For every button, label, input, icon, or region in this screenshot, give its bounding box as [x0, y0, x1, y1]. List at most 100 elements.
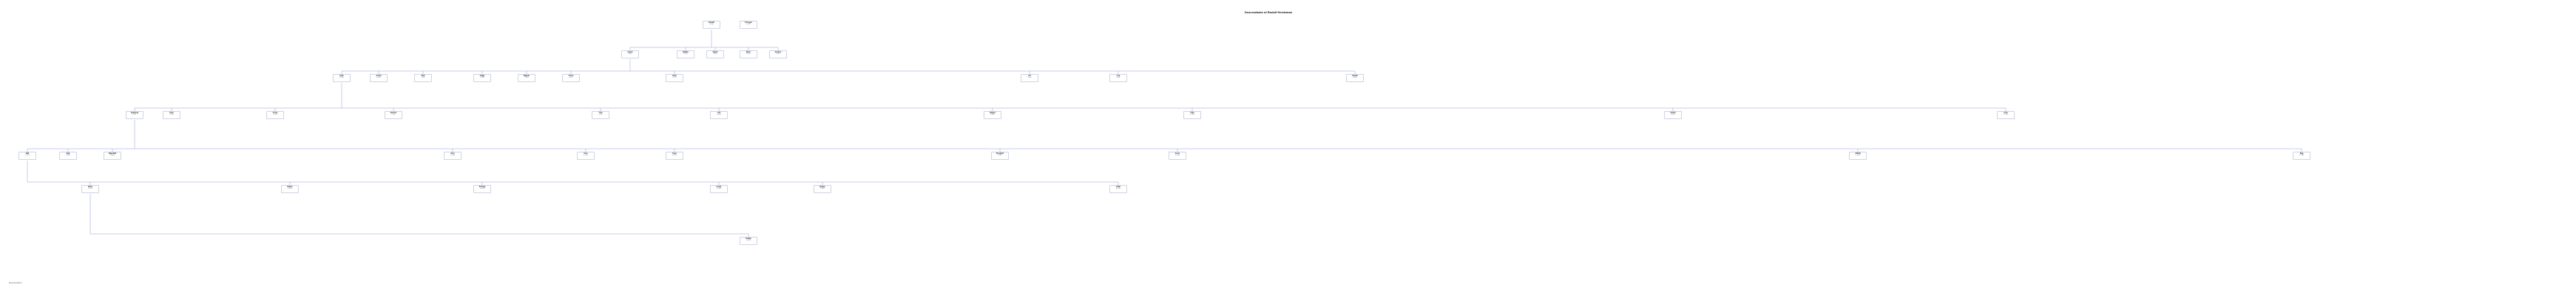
person-detail: b. 970 [524, 77, 529, 79]
person-detail: b. 965 [421, 77, 425, 79]
person-detail: b. 968 [480, 77, 484, 79]
person-name: Ragnhild [108, 152, 117, 155]
person-name: Stig [2299, 152, 2304, 155]
person-name: Estrid [1670, 111, 1676, 114]
person-detail: b. 1022 [584, 155, 588, 157]
person-name: Leif [717, 111, 721, 114]
person-detail: b. 960 [339, 77, 344, 79]
person-name: Orm [450, 152, 455, 155]
person-name: Gorm [1174, 152, 1180, 155]
person-detail: b. 1000 [717, 114, 721, 116]
person-name: Eirik [339, 74, 344, 77]
person-name: Vidar [1116, 185, 1120, 188]
person-name: Dagny [819, 185, 825, 188]
person-name: Ylva [598, 111, 603, 114]
person-detail: b. 972 [569, 77, 573, 79]
person-detail: b. 955 [746, 53, 751, 56]
person-name: Ingrid [627, 50, 633, 53]
person-detail: b. 1052 [746, 240, 751, 242]
person-name: Thora [568, 74, 574, 77]
person-detail: b. 1027 [998, 155, 1002, 157]
person-name: Toke [1190, 111, 1194, 114]
person-name: Astrid [376, 74, 382, 77]
person-name: Olaf [421, 74, 425, 77]
person-name: Ulf [1028, 74, 1031, 77]
person-detail: b. 1042 [480, 188, 484, 190]
person-name: Alfhild [1855, 152, 1861, 155]
person-name: Halldor [682, 50, 689, 53]
person-detail: b. 1030 [1175, 155, 1180, 157]
person-name: Tove [584, 152, 588, 155]
person-detail: b. 1035 [2299, 155, 2304, 157]
person-name: Frode [716, 185, 722, 188]
person-detail: b. 952 [713, 53, 717, 56]
person-name: Gudrun [774, 50, 782, 53]
person-name: Harald [1352, 74, 1358, 77]
person-detail: b. 950 [683, 53, 688, 56]
person-detail: b. 1007 [1671, 114, 1675, 116]
person-name: Embla [746, 237, 751, 240]
person-detail: b. 1012 [25, 155, 30, 157]
person-name: Gunnar [390, 111, 397, 114]
person-detail: b. 1005 [1190, 114, 1194, 116]
person-detail: b. 1010 [2004, 114, 2008, 116]
person-detail: b. 980 [1027, 77, 1032, 79]
person-detail: b. 987 [132, 114, 137, 116]
person-name: Sven [169, 111, 174, 114]
person-detail: b. 992 [273, 114, 277, 116]
person-name: Hakon [287, 185, 293, 188]
person-detail: b. 1050 [1116, 188, 1120, 190]
person-name: Egil [66, 152, 70, 155]
footer-label: Descendants [9, 281, 22, 284]
person-detail: b. 1047 [820, 188, 825, 190]
person-detail: b. 985 [1353, 77, 1357, 79]
person-detail: b. 997 [598, 114, 603, 116]
person-detail: b. 925 [746, 24, 751, 26]
person-name: Ragnar [523, 74, 530, 77]
